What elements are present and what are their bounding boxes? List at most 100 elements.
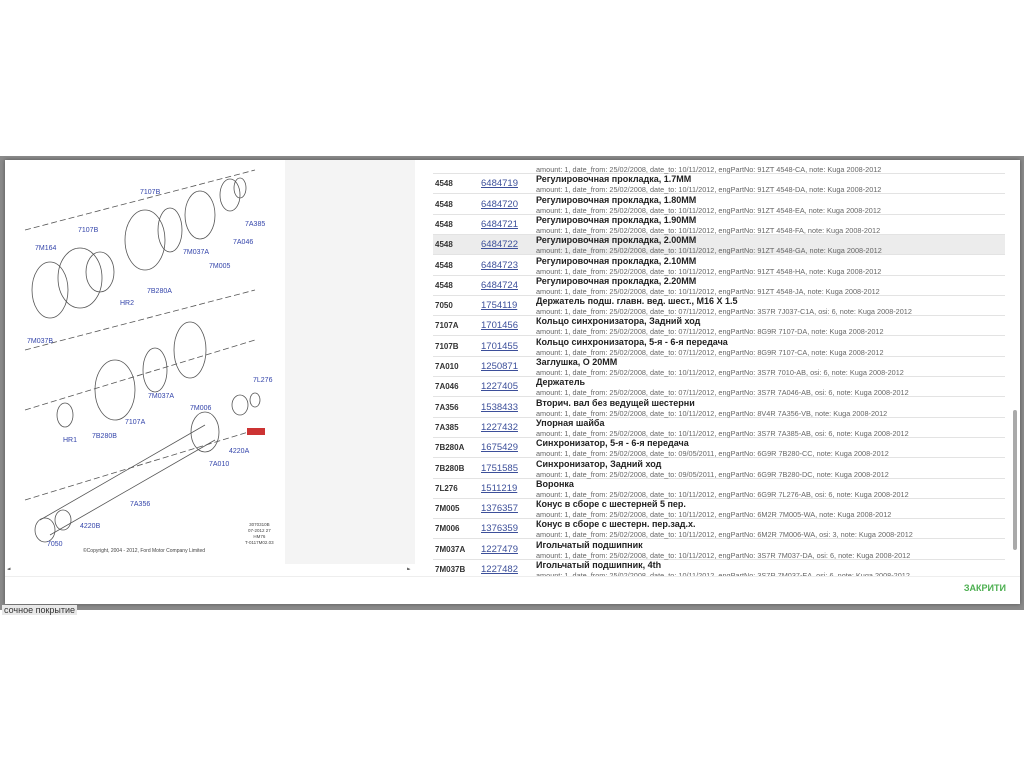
part-code: 7107A [435,321,459,331]
horizontal-scrollbar[interactable]: ◂ ▸ [5,564,415,570]
part-number-link[interactable]: 6484720 [481,198,518,210]
part-details: amount: 1, date_from: 25/02/2008, date_t… [536,510,892,520]
vertical-scrollbar[interactable] [1010,160,1020,576]
part-number-link[interactable]: 1227405 [481,381,518,393]
callout-label: 7050 [47,541,63,548]
part-details: amount: 1, date_from: 25/02/2008, date_t… [536,449,889,459]
part-code: 7A385 [435,422,459,432]
part-description: Регулировочная прокладка, 2.00MM [536,235,697,246]
part-details: amount: 1, date_from: 25/02/2008, date_t… [536,327,884,337]
callout-label: 7107B [140,189,161,196]
part-details: amount: 1, date_from: 25/02/2008, date_t… [536,286,880,296]
part-number-link[interactable]: 6484723 [481,259,518,271]
part-number-link[interactable]: 1701456 [481,320,518,332]
table-row[interactable]: amount: 1, date_from: 25/02/2008, date_t… [433,160,1005,174]
part-details: amount: 1, date_from: 25/02/2008, date_t… [536,571,910,576]
modal-footer: ЗАКРИТИ [5,576,1020,604]
part-description: Упорная шайба [536,417,605,428]
part-number-link[interactable]: 1376357 [481,503,518,515]
part-number-link[interactable]: 6484719 [481,178,518,190]
part-code: 7M037B [435,565,466,574]
part-description: Держатель [536,377,586,388]
part-number-link[interactable]: 6484724 [481,279,518,291]
scroll-left-icon[interactable]: ◂ [7,566,11,570]
background-text: сочное покрытие [2,605,78,615]
parts-table: amount: 1, date_from: 25/02/2008, date_t… [425,160,1020,576]
part-description: Заглушка, О 20MM [536,357,618,367]
part-code: 7107B [435,341,459,351]
callout-label: 7A356 [130,501,150,508]
callout-label: 7M164 [35,245,57,252]
table-row[interactable]: 4548 6484719 Регулировочная прокладка, 1.7… [433,174,1005,195]
diagram-pane-empty [285,160,415,564]
callout-label: 7A385 [245,221,265,228]
callout-label: 7B280A [147,288,172,295]
scrollbar-thumb[interactable] [1013,410,1017,550]
part-details: amount: 1, date_from: 25/02/2008, date_t… [536,428,909,438]
part-number-link[interactable]: 1250871 [481,361,518,372]
part-number-link[interactable]: 1754119 [481,300,518,312]
part-number-link[interactable]: 1675429 [481,442,518,454]
callout-label: 7B280B [92,433,117,440]
part-number-link[interactable]: 6484722 [481,239,518,251]
part-description: Конус в сборе с шестерней 5 пер. [536,499,686,510]
table-row[interactable]: 7107A 1701456 Кольцо синхронизатора, Задни… [433,316,1005,337]
part-description: Регулировочная прокладка, 1.90MM [536,214,697,225]
part-details: amount: 1, date_from: 25/02/2008, date_t… [536,205,881,215]
part-description: Регулировочная прокладка, 1.80MM [536,194,697,205]
scroll-right-icon[interactable]: ▸ [407,566,411,570]
part-description: Конус в сборе с шестерн. пер.зад.х. [536,519,696,530]
part-code: 4548 [435,179,453,189]
part-details: amount: 1, date_from: 25/02/2008, date_t… [536,307,912,317]
part-description: Регулировочная прокладка, 1.7MM [536,174,692,185]
part-description: Кольцо синхронизатора, Задний ход [536,316,701,327]
parts-modal: 7107B 7107B 7M164 7A385 7A046 7M037A 7M0… [5,160,1020,604]
part-number-link[interactable]: 1701455 [481,340,518,352]
part-number-link[interactable]: 6484721 [481,218,518,230]
part-code: 7M037A [435,544,466,554]
callout-label: 7107B [78,227,99,234]
diagram-ref-line: 07-2012 27 [247,528,271,533]
part-number-link[interactable]: 1227432 [481,421,518,433]
part-number-link[interactable]: 1538433 [481,401,518,413]
part-code: 4548 [435,199,453,209]
part-description: Воронка [536,478,574,489]
callout-label: 7L276 [253,377,273,384]
callout-label: 7M006 [190,405,212,412]
part-number-link[interactable]: 1376359 [481,523,518,535]
table-row[interactable]: 4548 6484720 Регулировочная прокладка, 1.8… [433,194,1005,215]
part-description: Вторич. вал без ведущей шестерни [536,397,695,408]
part-number-link[interactable]: 1227479 [481,543,518,555]
callout-label: 7M037A [148,393,174,400]
part-details: amount: 1, date_from: 25/02/2008, date_t… [536,185,882,195]
part-details: amount: 1, date_from: 25/02/2008, date_t… [536,368,904,377]
part-number-link[interactable]: 1751585 [481,462,518,474]
part-number-link[interactable]: 1227482 [481,564,518,575]
close-button[interactable]: ЗАКРИТИ [963,583,1006,593]
diagram-pane[interactable]: 7107B 7107B 7M164 7A385 7A046 7M037A 7M0… [5,160,415,570]
part-code: 4548 [435,260,453,270]
part-description: Держатель подш. главн. вед. шест., M16 X… [536,296,738,307]
part-description: Синхронизатор, 5-я - 6-я передача [536,438,689,449]
copyright-text: ©Copyright, 2004 - 2012, Ford Motor Comp… [83,548,206,554]
diagram-ref-line: HM76 [253,534,266,539]
part-number-link[interactable]: 1511219 [481,482,518,494]
